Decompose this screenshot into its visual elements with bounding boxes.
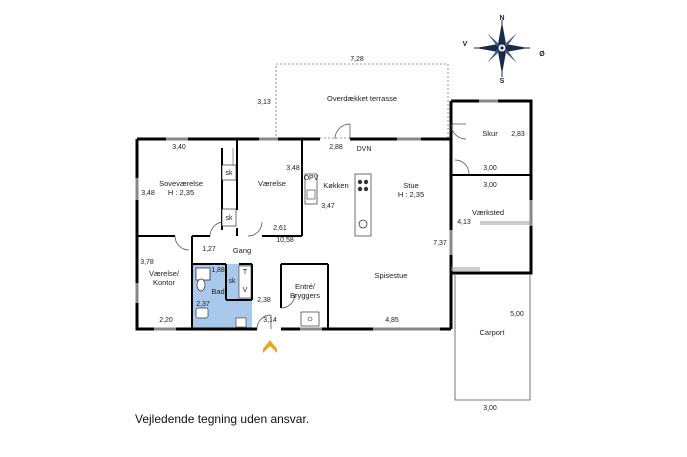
dimension-label: 2,38 [257, 297, 271, 304]
stove-burner-icon [363, 186, 369, 192]
dimension-label: 3,14 [263, 317, 277, 324]
dimension-label: 3,40 [172, 144, 186, 151]
dimension-label: 3,78 [140, 259, 154, 266]
range-hood-label: DVN [357, 146, 372, 153]
room-label-terrace: Overdækket terrasse [327, 94, 397, 103]
compass-west-label: V [463, 41, 468, 48]
stove-burner-icon [363, 179, 369, 185]
room-label-vaerelse: Værelse [258, 179, 286, 188]
room-label-skur: Skur [482, 129, 498, 138]
compass-north-label: N [499, 15, 504, 22]
compass-icon [474, 20, 530, 77]
toilet-icon [196, 278, 206, 292]
dimension-label: 3,48 [141, 190, 155, 197]
room-label-vaerelse-kontor-line1: Værelse/ [149, 269, 180, 278]
dimension-label: 2,20 [159, 317, 173, 324]
room-label-spisestue: Spisestue [375, 271, 408, 280]
room-height-stue: H : 2,35 [398, 190, 424, 199]
stove-burner-icon [357, 186, 363, 192]
room-label-carport: Carport [479, 328, 505, 337]
dimension-label: 4,85 [385, 317, 399, 324]
room-label-vaerelse-kontor-line2: Kontor [153, 278, 176, 287]
dimension-label: 3,00 [483, 405, 497, 412]
utility-sink [300, 311, 320, 327]
kitchen-counter [354, 173, 372, 237]
disclaimer-caption: Vejledende tegning uden ansvar. [135, 412, 310, 426]
washer-label: V [243, 287, 248, 294]
washbasin-icon [195, 307, 209, 319]
floor-drain-icon [235, 317, 247, 328]
dimension-label: 2,37 [196, 301, 210, 308]
room-label-stue: Stue [403, 181, 418, 190]
hob-icon [358, 219, 368, 229]
dimension-label: 3,00 [483, 165, 497, 172]
dimension-label: 10,58 [276, 237, 294, 244]
dimension-label: 3,47 [321, 203, 335, 210]
dimension-label: 2,83 [511, 131, 525, 138]
closet-icon [221, 164, 237, 181]
door-swings [174, 123, 470, 330]
carport-outline [454, 275, 531, 401]
utility-drain-icon [307, 316, 313, 322]
room-label-entre-line1: Entré/ [295, 282, 316, 291]
room-label-koekken: Køkken [323, 181, 348, 190]
room-label-entre-line2: Bryggers [290, 291, 320, 300]
closet-label: sk [229, 278, 237, 285]
compass-east-label: Ø [539, 51, 545, 58]
stove-burner-icon [357, 179, 363, 185]
windows [135, 99, 533, 331]
dimension-label: 5,00 [510, 311, 524, 318]
closet-label: sk [226, 170, 234, 177]
dimension-label: 2,61 [273, 225, 287, 232]
sink-basin [306, 189, 316, 200]
dimension-label: 3,00 [483, 182, 497, 189]
dishwasher-label: OPV [304, 175, 319, 182]
room-height-sovevaerelse: H : 2,35 [168, 188, 194, 197]
dimension-label: 1,27 [202, 246, 216, 253]
dryer-label: T [243, 269, 248, 276]
dimension-label: 3,13 [257, 99, 271, 106]
room-label-gang: Gang [233, 246, 251, 255]
dimension-label: 7,37 [433, 240, 447, 247]
room-label-bad: Bad [211, 287, 224, 296]
dimension-label: 1,88 [211, 267, 225, 274]
dimension-label: 7,28 [350, 56, 364, 63]
dimension-label: 3,48 [286, 165, 300, 172]
room-label-vaerksted: Værksted [472, 208, 504, 217]
dimension-label: 4,13 [457, 219, 471, 226]
closet-icon [221, 208, 237, 227]
closet-label: sk [226, 215, 234, 222]
compass-south-label: S [500, 78, 505, 85]
laundry-cabinet [238, 265, 252, 299]
bathroom-shower-tray [195, 267, 211, 281]
entrance-arrow-icon [263, 340, 277, 353]
kitchen-sink [304, 173, 318, 205]
dimension-label: 2,88 [329, 144, 343, 151]
room-label-sovevaerelse: Soveværelse [159, 179, 203, 188]
